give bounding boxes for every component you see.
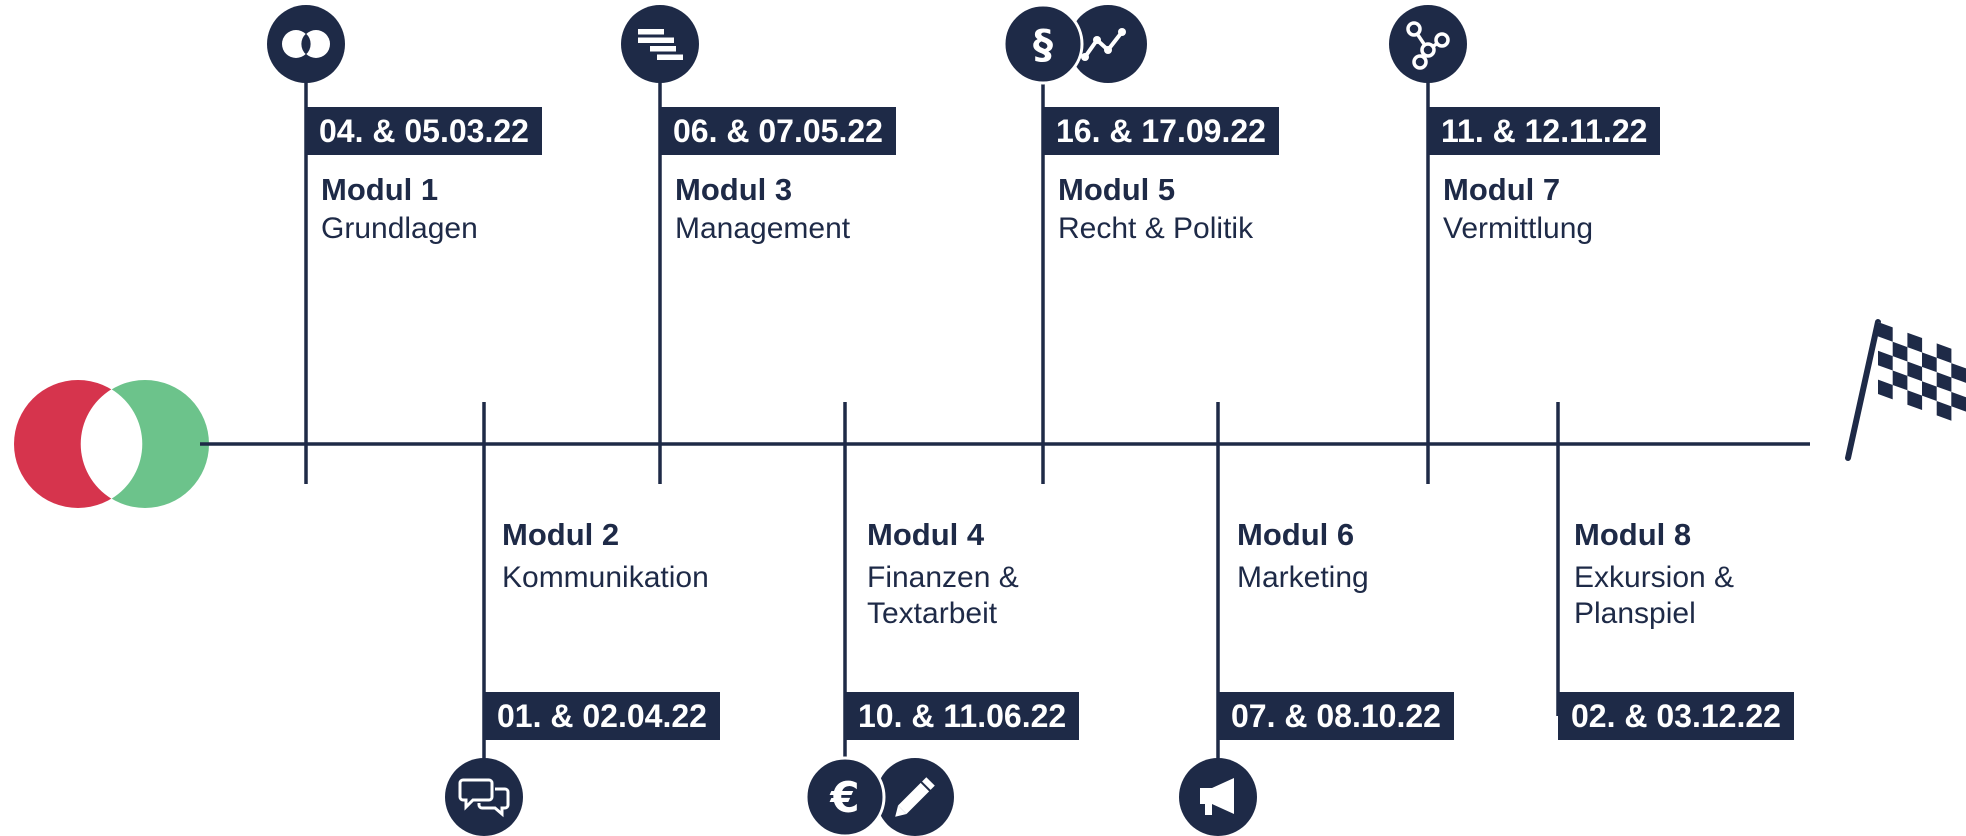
network-nodes-icon (1389, 5, 1467, 83)
module-4-subtitle: Finanzen & Textarbeit (867, 561, 1019, 630)
module-3-subtitle: Management (675, 212, 851, 245)
paragraph-icon: § (1002, 3, 1084, 85)
module-4-date-badge: 10. & 11.06.22 (845, 692, 1080, 740)
module-6-subtitle: Marketing (1237, 561, 1369, 594)
pencil-icon (876, 758, 954, 836)
module-8-title: Modul 8 (1574, 517, 1692, 552)
overlapping-circles-icon (267, 5, 345, 83)
module-5-subtitle: Recht & Politik (1058, 212, 1254, 245)
gantt-bars-icon (621, 5, 699, 83)
line-chart-icon (1069, 5, 1147, 83)
module-1-date-badge: 04. & 05.03.22 (306, 107, 542, 155)
module-5-date-badge: 16. & 17.09.22 (1043, 107, 1279, 155)
module-7-title: Modul 7 (1443, 172, 1561, 207)
module-3-title: Modul 3 (675, 172, 793, 207)
module-8-date-badge: 02. & 03.12.22 (1558, 692, 1794, 740)
chat-bubbles-icon (445, 758, 523, 836)
start-logo (14, 380, 209, 508)
paragraph-glyph: § (1033, 22, 1053, 68)
module-8-subtitle: Exkursion & Planspiel (1574, 561, 1735, 630)
module-2-subtitle: Kommunikation (502, 561, 709, 594)
euro-icon: € (804, 756, 886, 836)
module-7-date-badge: 11. & 12.11.22 (1428, 107, 1661, 155)
megaphone-icon (1179, 758, 1257, 836)
finish-flag-icon (1845, 319, 1966, 461)
module-7-subtitle: Vermittlung (1443, 212, 1594, 245)
module-2-date-badge: 01. & 02.04.22 (484, 692, 720, 740)
module-6-date-badge: 07. & 08.10.22 (1218, 692, 1454, 740)
module-3-date-badge: 06. & 07.05.22 (660, 107, 896, 155)
module-2-title: Modul 2 (502, 517, 620, 552)
module-5-title: Modul 5 (1058, 172, 1176, 207)
module-4-title: Modul 4 (867, 517, 985, 552)
module-6-title: Modul 6 (1237, 517, 1355, 552)
module-1-title: Modul 1 (321, 172, 439, 207)
module-1-subtitle: Grundlagen (321, 212, 478, 245)
euro-glyph: € (829, 773, 859, 822)
